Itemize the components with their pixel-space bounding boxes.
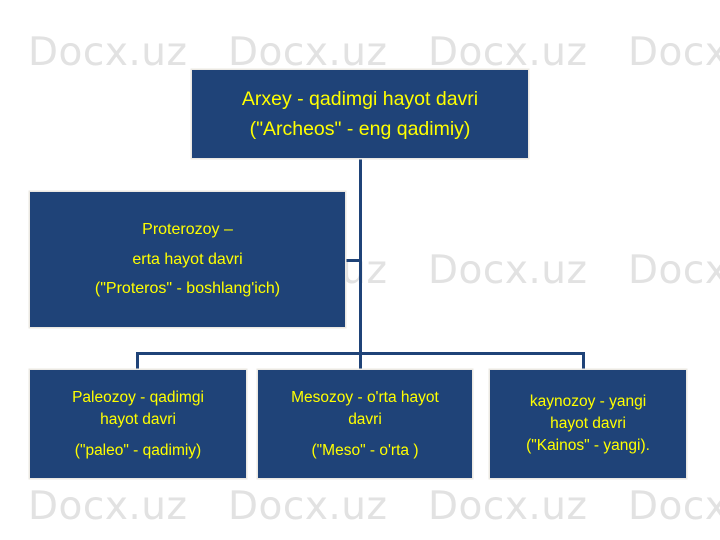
node-mesozoy[interactable]: Mesozoy - o'rta hayot davri ("Meso" - o'…: [258, 370, 472, 478]
watermark-text: Docx.uz: [628, 484, 720, 529]
watermark-row: Docx.uz Docx.uz Docx.uz Docx.uz: [28, 484, 720, 529]
watermark-text: Docx.uz: [28, 30, 188, 75]
node-arxey-line-1: Arxey - qadimgi hayot davri: [241, 87, 479, 110]
watermark-text: Docx.uz: [428, 248, 588, 293]
node-paleozoy-line-2: hayot davri: [100, 410, 176, 428]
watermark-text: Docx.uz: [428, 30, 588, 75]
watermark-text: Docx.uz: [628, 248, 720, 293]
watermark-text: Docx.uz: [428, 484, 588, 529]
node-arxey[interactable]: Arxey - qadimgi hayot davri ("Archeos" -…: [192, 70, 528, 158]
node-proterozoy-line-1: Proterozoy –: [142, 221, 233, 239]
watermark-text: Docx.uz: [228, 30, 388, 75]
node-paleozoy-line-1: Paleozoy - qadimgi: [72, 388, 204, 406]
node-kaynozoy-line-2: hayot davri: [550, 415, 626, 432]
node-mesozoy-line-3: ("Meso" - o'rta ): [311, 441, 419, 459]
node-paleozoy-line-3: ("paleo" - qadimiy): [74, 441, 202, 459]
node-kaynozoy-line-1: kaynozoy - yangi: [529, 393, 647, 410]
node-kaynozoy[interactable]: kaynozoy - yangi hayot davri ("Kainos" -…: [490, 370, 686, 478]
watermark-text: Docx.uz: [28, 484, 188, 529]
node-paleozoy[interactable]: Paleozoy - qadimgi hayot davri ("paleo" …: [30, 370, 246, 478]
node-proterozoy-line-3: ("Proteros" - boshlang'ich): [94, 280, 281, 298]
node-arxey-line-2: ("Archeos" - eng qadimiy): [249, 118, 471, 140]
watermark-text: Docx.uz: [628, 30, 720, 75]
node-kaynozoy-line-3: ("Kainos" - yangi).: [526, 437, 650, 454]
node-proterozoy-line-2: erta hayot davri: [132, 250, 243, 268]
watermark-text: Docx.uz: [228, 484, 388, 529]
watermark-row: Docx.uz Docx.uz Docx.uz Docx.uz: [28, 30, 720, 75]
node-mesozoy-line-1: Mesozoy - o'rta hayot: [291, 388, 439, 406]
node-mesozoy-line-2: davri: [348, 410, 382, 428]
node-proterozoy[interactable]: Proterozoy – erta hayot davri ("Proteros…: [30, 192, 345, 327]
